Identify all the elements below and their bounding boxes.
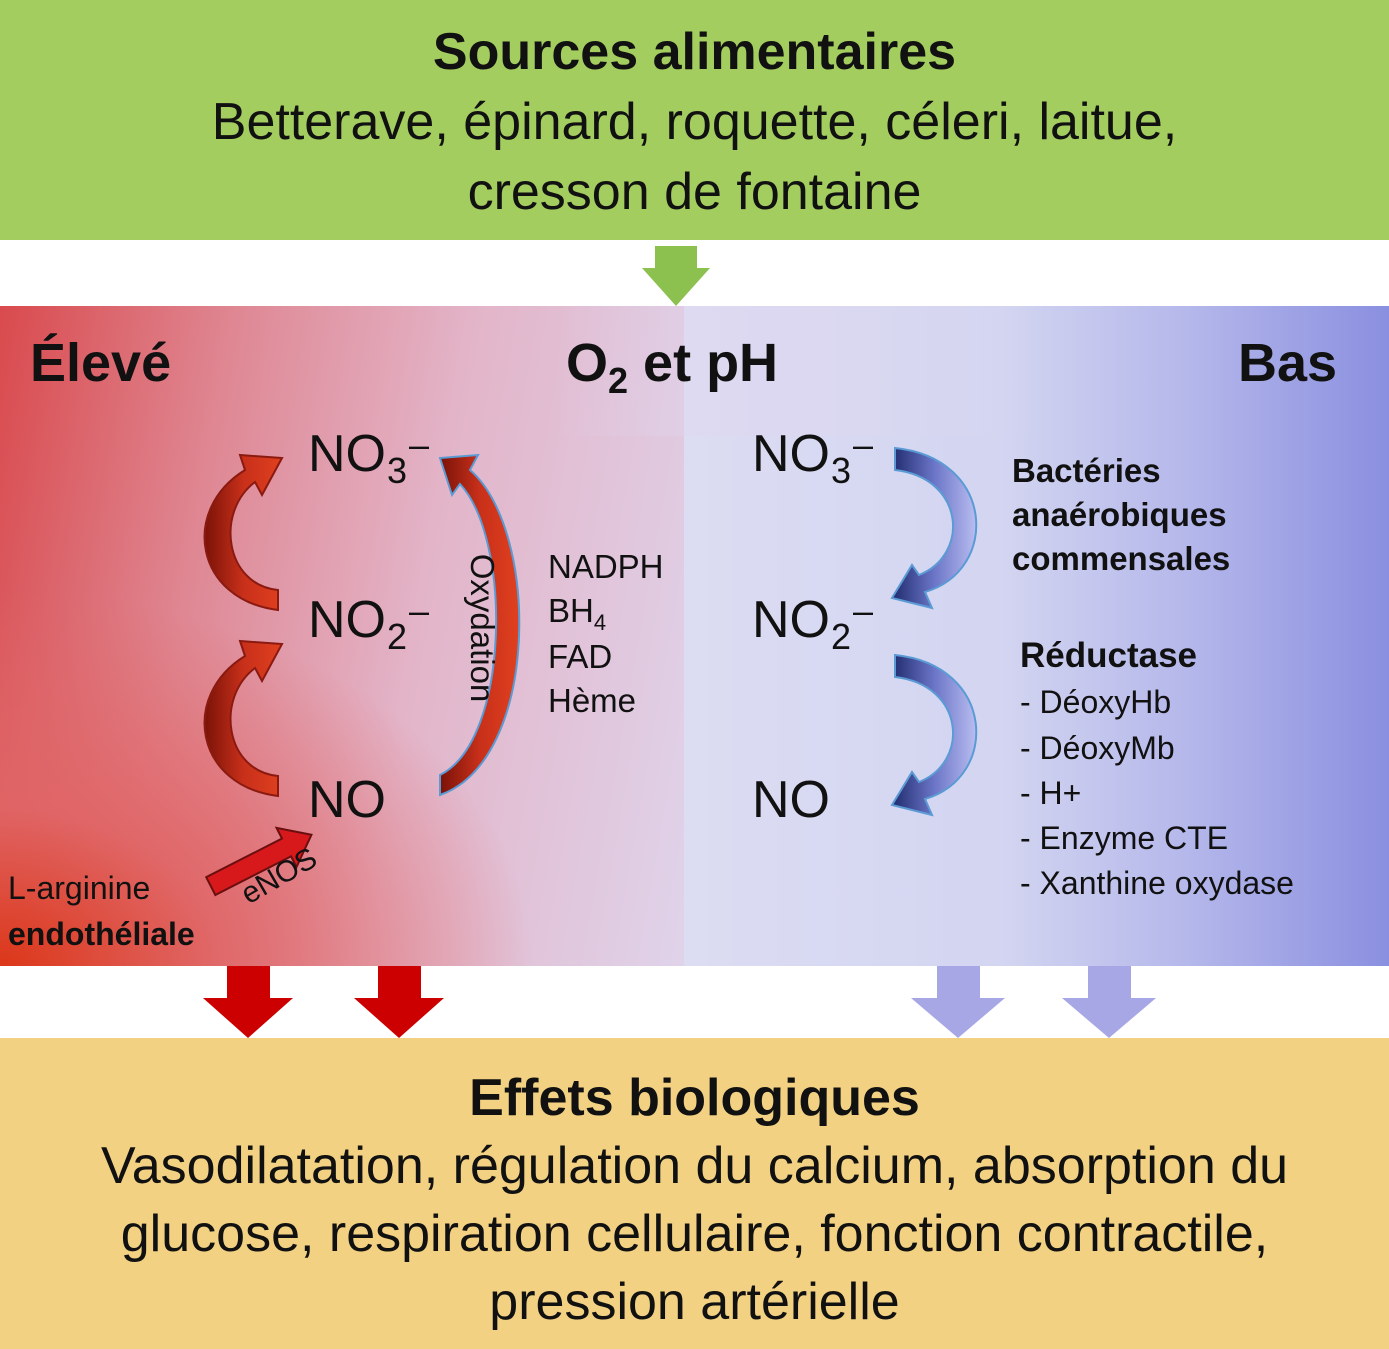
high-label: Élevé — [30, 333, 172, 393]
left-nitrate: NO3– — [308, 424, 430, 491]
effects-line-1: Vasodilatation, régulation du calcium, a… — [100, 1137, 1289, 1195]
down-arrow-icon — [911, 966, 1005, 1038]
down-arrow-icon — [642, 246, 710, 306]
right-nitrate-sub: 3 — [831, 450, 852, 491]
bacteria-line-2: anaérobiques — [1012, 496, 1227, 533]
sources-line-1: Betterave, épinard, roquette, céleri, la… — [211, 93, 1178, 151]
oxidation-label: Oxydation — [464, 553, 501, 703]
left-nitrate-sup: – — [409, 424, 430, 465]
reductase-item: - DéoxyHb — [1020, 684, 1172, 720]
arginine-label-1: L-arginine — [8, 870, 151, 906]
left-nitrate-sub: 3 — [387, 450, 408, 491]
cofactor-fad: FAD — [548, 638, 613, 675]
reductase-item: - DéoxyMb — [1020, 730, 1175, 766]
left-nitrite-base: NO — [308, 591, 386, 649]
right-nitrate: NO3– — [752, 424, 874, 491]
effects-title: Effets biologiques — [469, 1069, 920, 1127]
cofactor-heme: Hème — [548, 682, 637, 719]
cofactor-nadph: NADPH — [548, 548, 664, 585]
curved-arrow-icon — [890, 446, 978, 610]
bacteria-line-1: Bactéries — [1012, 452, 1161, 489]
o2-ph-rest: et pH — [628, 333, 779, 393]
cofactor-bh4-sub: 4 — [593, 610, 607, 635]
curved-arrow-icon — [438, 453, 521, 797]
down-arrow-icon — [354, 966, 444, 1038]
right-nitrite-sub: 2 — [831, 616, 852, 657]
effects-line-3: pression artérielle — [489, 1273, 900, 1331]
reductase-item: - Xanthine oxydase — [1020, 865, 1294, 901]
curved-arrow-icon — [203, 453, 284, 612]
o2-symbol: O — [566, 333, 609, 393]
right-nitrite: NO2– — [752, 590, 874, 657]
enos-arrow-icon — [204, 826, 313, 897]
sources-box: Sources alimentaires Betterave, épinard,… — [0, 0, 1389, 240]
arginine-label-2: endothéliale — [8, 916, 195, 952]
cofactor-bh4-base: BH — [548, 592, 594, 629]
right-nitrite-sup: – — [853, 590, 874, 631]
effects-box: Effets biologiques Vasodilatation, régul… — [0, 1038, 1389, 1349]
sources-line-2: cresson de fontaine — [467, 163, 922, 221]
sources-title: Sources alimentaires — [432, 23, 957, 81]
reductase-title: Réductase — [1020, 636, 1198, 675]
left-nitrite-sup: – — [409, 590, 430, 631]
bacteria-line-3: commensales — [1012, 540, 1231, 577]
left-nitrite-sub: 2 — [387, 616, 408, 657]
left-nitrate-base: NO — [308, 425, 386, 483]
low-label: Bas — [1238, 333, 1338, 393]
right-nitrite-base: NO — [752, 591, 830, 649]
curved-arrow-icon — [203, 639, 284, 798]
left-nitric-oxide: NO — [308, 771, 386, 829]
cofactor-bh4: BH4 — [548, 592, 606, 635]
effects-line-2: glucose, respiration cellulaire, fonctio… — [120, 1205, 1269, 1263]
right-nitric-oxide: NO — [752, 771, 830, 829]
o2-ph-label: O2 et pH — [566, 332, 779, 401]
down-arrow-icon — [203, 966, 293, 1038]
curved-arrow-icon — [890, 653, 978, 817]
reductase-item: - H+ — [1020, 775, 1082, 811]
reductase-item: - Enzyme CTE — [1020, 820, 1229, 856]
down-arrow-icon — [1062, 966, 1156, 1038]
right-nitrate-base: NO — [752, 425, 830, 483]
right-nitrate-sup: – — [853, 424, 874, 465]
o2-subscript: 2 — [608, 360, 629, 401]
left-nitrite: NO2– — [308, 590, 430, 657]
